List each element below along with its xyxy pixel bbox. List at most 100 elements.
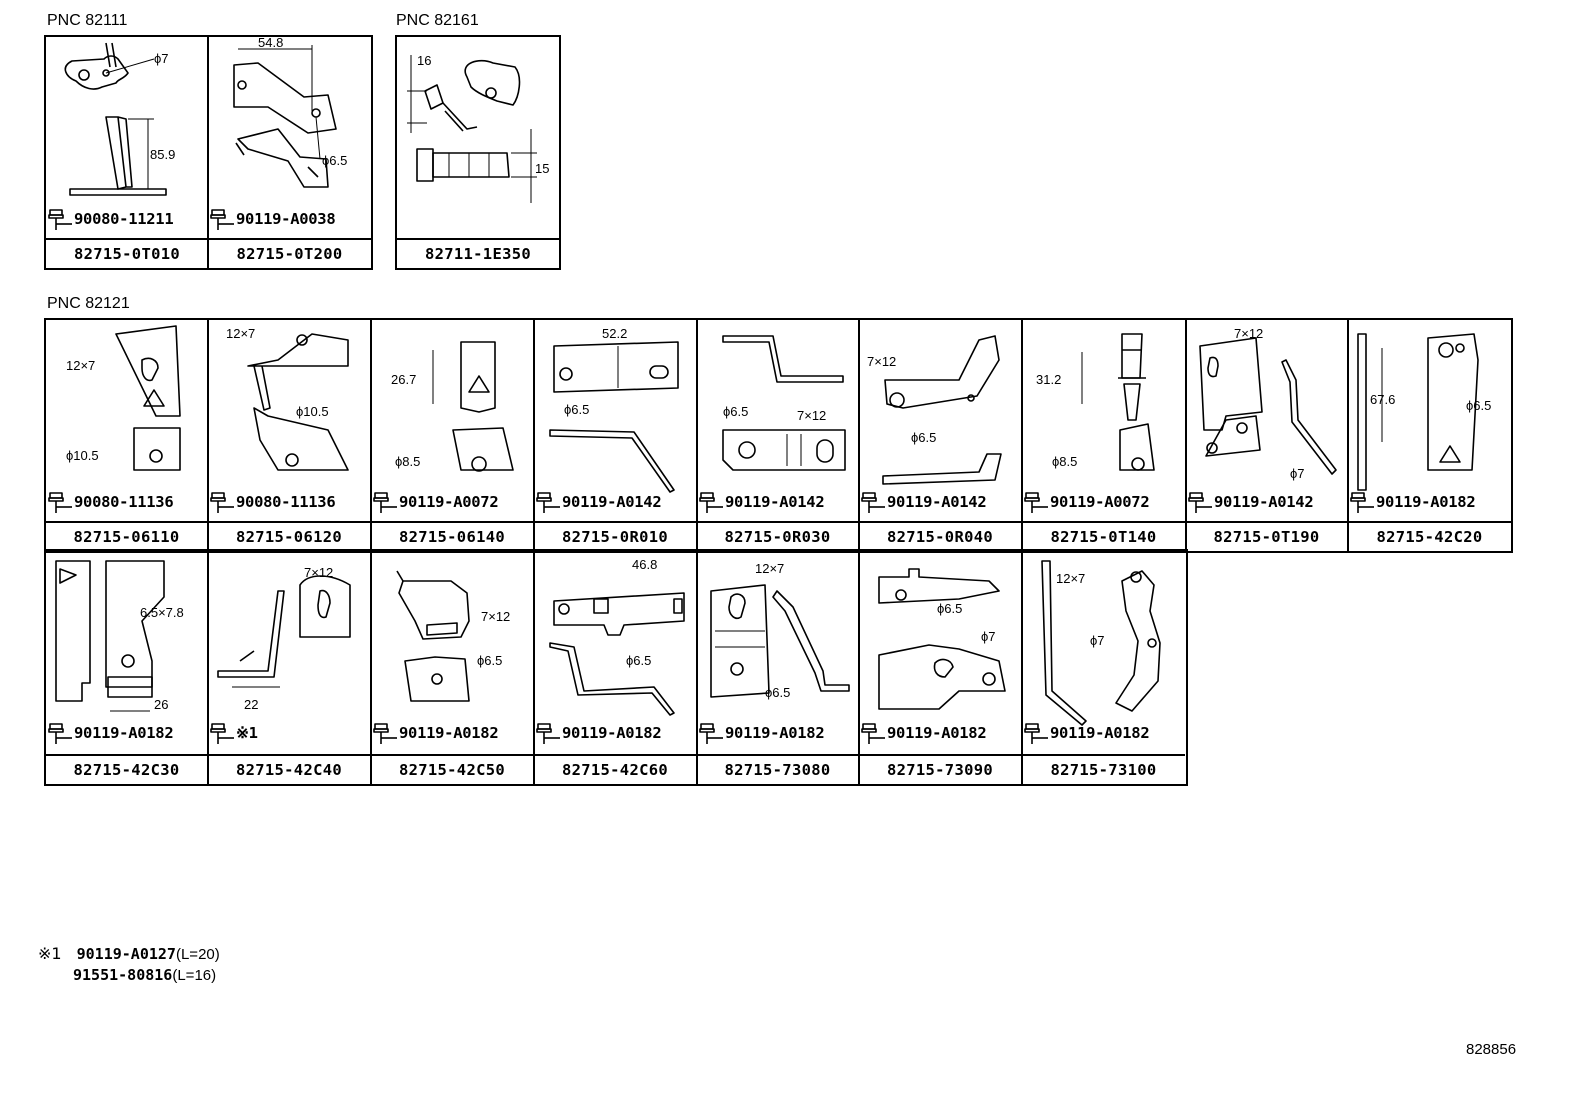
bracket-drawing: 46.8ϕ6.5 [549,557,685,716]
dim-label: ϕ6.5 [322,153,347,168]
dim-label: 26.7 [391,372,416,387]
part-number[interactable]: 82715-73090 [859,754,1021,784]
bolt-row: 90119-A0182 [1350,492,1513,516]
part-cell-82711-1E350[interactable]: 16 15 82711-1E350 [397,37,559,268]
part-number[interactable]: 82715-0T010 [46,238,208,268]
bolt-icon [48,492,72,513]
bolt-row: 90119-A0142 [861,492,1023,516]
dim-label: 67.6 [1370,392,1395,407]
part-number[interactable]: 82715-06110 [46,521,207,551]
part-number[interactable]: 82715-73100 [1022,754,1185,784]
part-cell-82715-42C20[interactable]: 67.6 ϕ6.5 90119-A0182 82715-42C20 [1348,320,1511,551]
bracket-drawing: 6.5×7.8 26 [55,560,184,712]
dim-label: ϕ8.5 [395,454,420,469]
part-cell-82715-0T200[interactable]: 54.8 ϕ6.5 90119-A0038 82715-0T200 [208,35,373,268]
pnc-82111-grid: ϕ7 85.9 90080-11211 82715-0T010 [44,35,373,270]
dim-label: 26 [154,697,168,712]
part-number[interactable]: 82715-06120 [208,521,370,551]
dim-label: ϕ7 [154,51,169,66]
dim-label: 7×12 [304,565,333,580]
bolt-part-number: 90119-A0182 [1376,493,1476,511]
dim-label: ϕ6.5 [723,404,748,419]
dim-label: ϕ6.5 [1466,398,1491,413]
dim-label: ϕ6.5 [564,402,589,417]
footnote-length: (L=20) [175,946,220,963]
cell-divider [370,320,372,551]
bolt-row: 90119-A0142 [536,492,698,516]
bolt-part-number: 90119-A0182 [399,724,499,742]
footnote-part-number: 91551-80816 [73,966,173,984]
part-number[interactable]: 82715-0T200 [208,238,371,268]
bolt-part-number: ※1 [236,724,258,742]
bolt-part-number: 90119-A0182 [725,724,825,742]
bolt-part-number: 90080-11136 [236,493,336,511]
footnote-mark: ※1 [38,944,62,963]
cell-divider [207,320,209,551]
part-cell-82715-06140[interactable]: 26.7 ϕ8.5 90119-A0072 82715-06140 [371,320,533,551]
part-number[interactable]: 82715-42C20 [1348,521,1511,551]
pnc-82161-grid: 16 15 82711-1E350 [395,35,561,270]
bolt-icon [699,723,723,744]
part-number[interactable]: 82715-42C30 [46,754,207,784]
bolt-part-number: 90119-A0142 [1214,493,1314,511]
part-number[interactable]: 82711-1E350 [397,238,559,268]
dim-label: 12×7 [66,358,95,373]
footnote-part-number: 90119-A0127 [76,945,176,963]
dim-label: 7×12 [1234,326,1263,341]
part-number[interactable]: 82715-0R040 [859,521,1021,551]
dim-label: ϕ7 [1290,466,1305,481]
part-number[interactable]: 82715-06140 [371,521,533,551]
bolt-row: 90119-A0182 [861,723,1023,747]
part-number[interactable]: 82715-73080 [697,754,858,784]
dim-label: ϕ10.5 [296,404,329,419]
cell-divider [696,320,698,551]
cell-divider [1021,551,1023,784]
part-number[interactable]: 82715-42C40 [208,754,370,784]
bolt-part-number: 90119-A0182 [562,724,662,742]
part-number[interactable]: 82715-0R030 [697,521,858,551]
bolt-part-number: 90119-A0142 [725,493,825,511]
part-number[interactable]: 82715-42C60 [534,754,696,784]
bracket-drawing: ϕ7 85.9 [64,42,175,196]
part-number[interactable]: 82715-42C50 [371,754,533,784]
part-number[interactable]: 82715-0T190 [1186,521,1347,551]
dim-label: 15 [535,161,549,176]
bolt-icon [699,492,723,513]
cell-divider [533,320,535,551]
bolt-row: 90119-A0142 [699,492,860,516]
dim-label: 54.8 [258,35,283,50]
bolt-row: 90080-11136 [48,492,209,516]
part-cell-82715-0T010[interactable]: ϕ7 85.9 90080-11211 82715-0T010 [46,37,208,268]
dim-label: ϕ8.5 [1052,454,1077,469]
dim-label: ϕ7 [1090,633,1105,648]
bolt-part-number: 90080-11136 [74,493,174,511]
cell-divider [696,551,698,784]
part-cell-82715-0T190[interactable]: 7×12 ϕ7 90119-A0142 82715-0T190 [1186,320,1347,551]
bolt-row: 90119-A0038 [210,209,373,233]
part-number[interactable]: 82715-0R010 [534,521,696,551]
bolt-row: 90119-A0072 [373,492,535,516]
part-number[interactable]: 82715-0T140 [1022,521,1185,551]
part-cell-82715-42C30[interactable]: 6.5×7.8 26 90119-A0182 82715-42C30 [46,551,207,784]
bolt-row: 90119-A0182 [48,723,209,747]
dim-label: 6.5×7.8 [140,605,184,620]
cell-divider [207,37,209,268]
clip-drawing: 16 15 [407,53,549,203]
